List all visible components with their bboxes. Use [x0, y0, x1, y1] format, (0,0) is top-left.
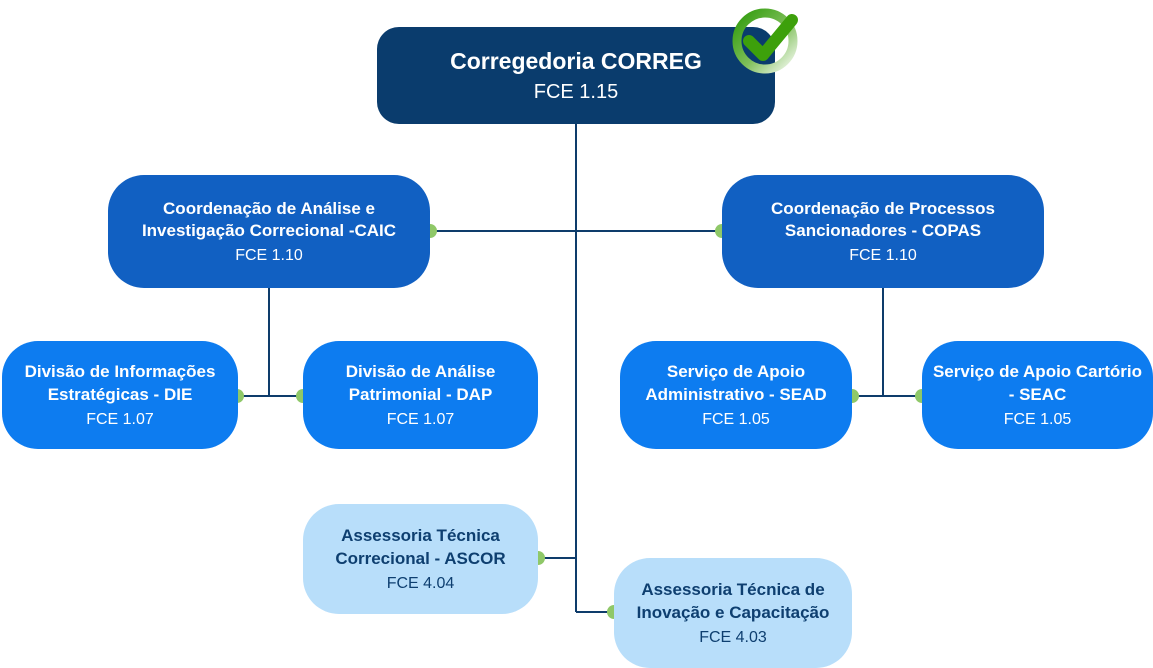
node-subtitle: FCE 1.05 [702, 410, 770, 428]
node-subtitle: FCE 1.10 [235, 247, 303, 265]
node-subtitle: FCE 4.03 [699, 628, 767, 646]
node-die: Divisão de Informações Estratégicas - DI… [2, 341, 238, 449]
node-title: Coordenação de Análise e Investigação Co… [141, 198, 397, 240]
node-subtitle: FCE 1.10 [849, 247, 917, 265]
node-subtitle: FCE 4.04 [386, 574, 455, 592]
node-dap: Divisão de Análise Patrimonial - DAP FCE… [303, 341, 538, 449]
node-correg: Corregedoria CORREG FCE 1.15 [377, 27, 775, 124]
node-subtitle: FCE 1.15 [533, 80, 619, 103]
node-title: Assessoria Técnica de Inovação e Capacit… [636, 580, 830, 622]
node-title: Divisão de Análise Patrimonial - DAP [345, 362, 496, 404]
node-subtitle: FCE 1.07 [86, 410, 154, 428]
node-inova: Assessoria Técnica de Inovação e Capacit… [614, 558, 852, 668]
node-title: Serviço de Apoio Cartório - SEAC [932, 362, 1143, 404]
node-title: Assessoria Técnica Correcional - ASCOR [335, 526, 506, 568]
node-copas: Coordenação de Processos Sancionadores -… [722, 175, 1044, 288]
check-circle-icon [732, 8, 798, 74]
node-seac: Serviço de Apoio Cartório - SEAC FCE 1.0… [922, 341, 1153, 449]
node-ascor: Assessoria Técnica Correcional - ASCOR F… [303, 504, 538, 614]
node-caic: Coordenação de Análise e Investigação Co… [108, 175, 430, 288]
node-title: Serviço de Apoio Administrativo - SEAD [645, 362, 827, 404]
node-subtitle: FCE 1.05 [1003, 410, 1072, 428]
node-title: Coordenação de Processos Sancionadores -… [771, 198, 995, 240]
node-title: Corregedoria CORREG [450, 48, 702, 75]
node-sead: Serviço de Apoio Administrativo - SEAD F… [620, 341, 852, 449]
node-title: Divisão de Informações Estratégicas - DI… [24, 362, 216, 404]
node-subtitle: FCE 1.07 [386, 410, 455, 428]
